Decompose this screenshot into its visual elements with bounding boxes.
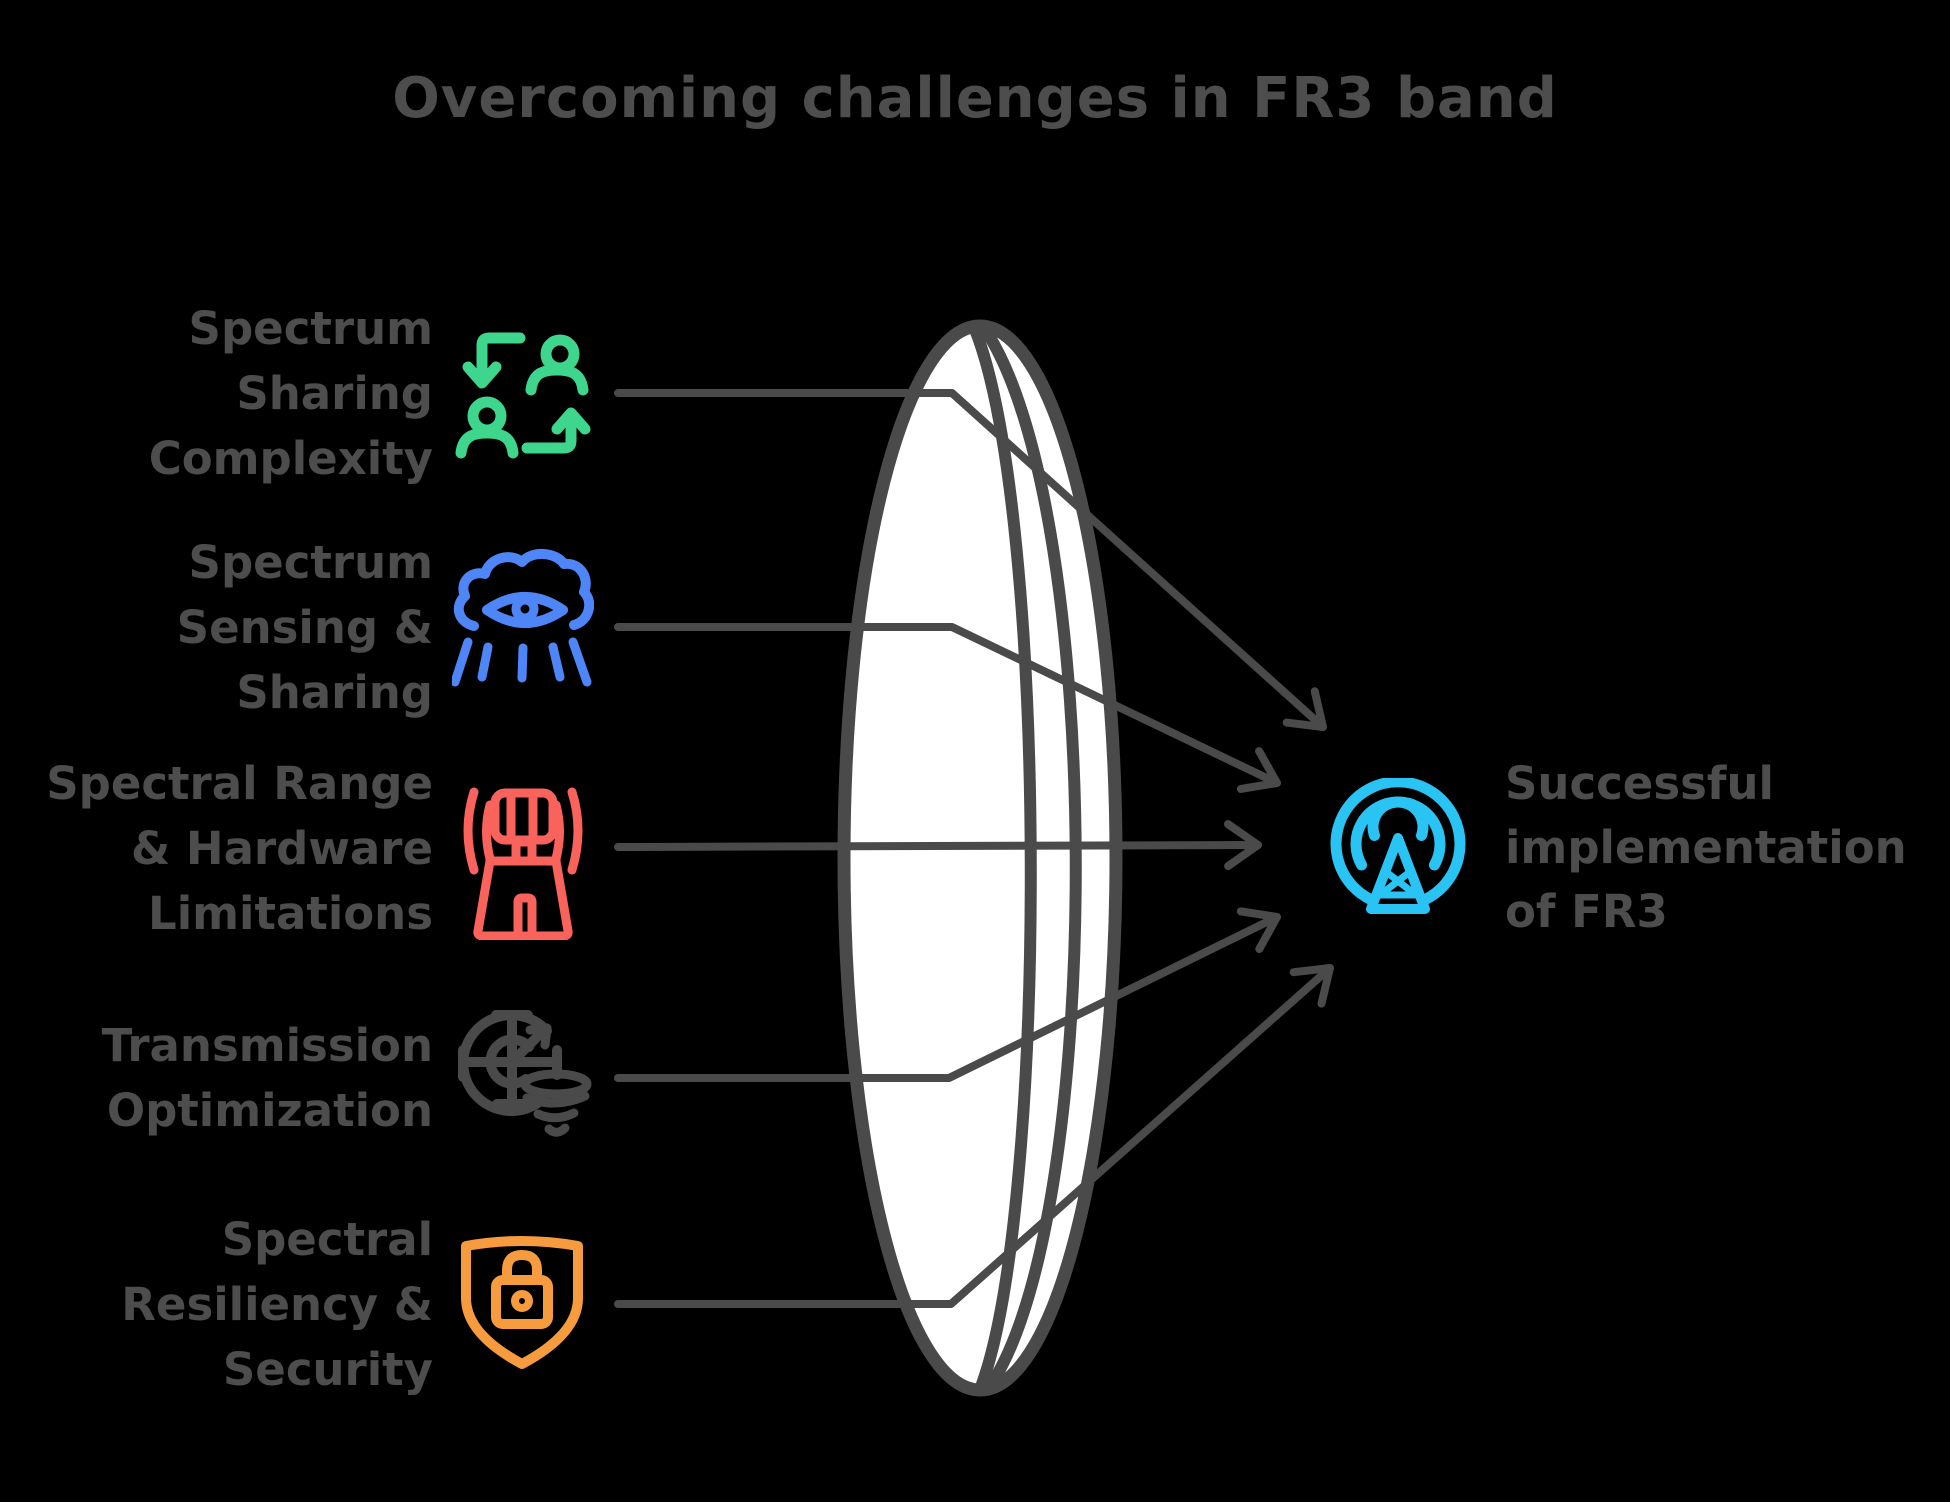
label-line: Sharing <box>236 367 433 420</box>
page-title: Overcoming challenges in FR3 band <box>392 66 1558 131</box>
ray-transmission <box>614 907 1281 1082</box>
ray-spectrum-sharing <box>614 389 1327 731</box>
label-line: Transmission <box>101 1019 433 1072</box>
ray-spectral-range <box>614 820 1262 871</box>
cloud-eye-icon <box>452 549 594 687</box>
radio-tower-icon <box>463 787 583 940</box>
label-line: Sharing <box>236 666 433 719</box>
ray-spectrum-sensing <box>614 623 1281 793</box>
challenge-label-spectrum-sharing: Spectrum Sharing Complexity <box>0 296 433 491</box>
label-line: Successful <box>1505 757 1774 810</box>
label-line: implementation <box>1505 821 1907 874</box>
people-exchange-icon <box>455 332 591 459</box>
antenna-broadcast-icon <box>1330 778 1466 914</box>
label-line: Limitations <box>148 887 433 940</box>
label-line: Spectral <box>221 1213 433 1266</box>
shield-lock-icon <box>461 1236 583 1369</box>
label-line: Optimization <box>106 1084 433 1137</box>
label-line: Spectral Range <box>46 757 433 810</box>
label-line: Spectrum <box>188 536 433 589</box>
lens-rim-arc <box>982 328 1082 1386</box>
challenge-label-resiliency: Spectral Resiliency & Security <box>0 1207 433 1402</box>
outcome-label: Successful implementation of FR3 <box>1505 752 1907 944</box>
label-line: Resiliency & <box>121 1278 433 1331</box>
target-tornado-icon <box>458 1010 592 1137</box>
label-line: of FR3 <box>1505 885 1668 938</box>
label-line: & Hardware <box>131 822 433 875</box>
label-line: Sensing & <box>176 601 433 654</box>
label-line: Complexity <box>148 432 433 485</box>
lens-shape <box>837 319 1123 1397</box>
label-line: Spectrum <box>188 302 433 355</box>
challenge-label-spectrum-sensing: Spectrum Sensing & Sharing <box>0 530 433 725</box>
label-line: Security <box>222 1343 433 1396</box>
refraction-rays <box>614 389 1334 1308</box>
ray-resiliency <box>614 964 1334 1308</box>
challenge-label-transmission: Transmission Optimization <box>0 1013 433 1143</box>
challenge-label-spectral-range: Spectral Range & Hardware Limitations <box>0 751 433 946</box>
